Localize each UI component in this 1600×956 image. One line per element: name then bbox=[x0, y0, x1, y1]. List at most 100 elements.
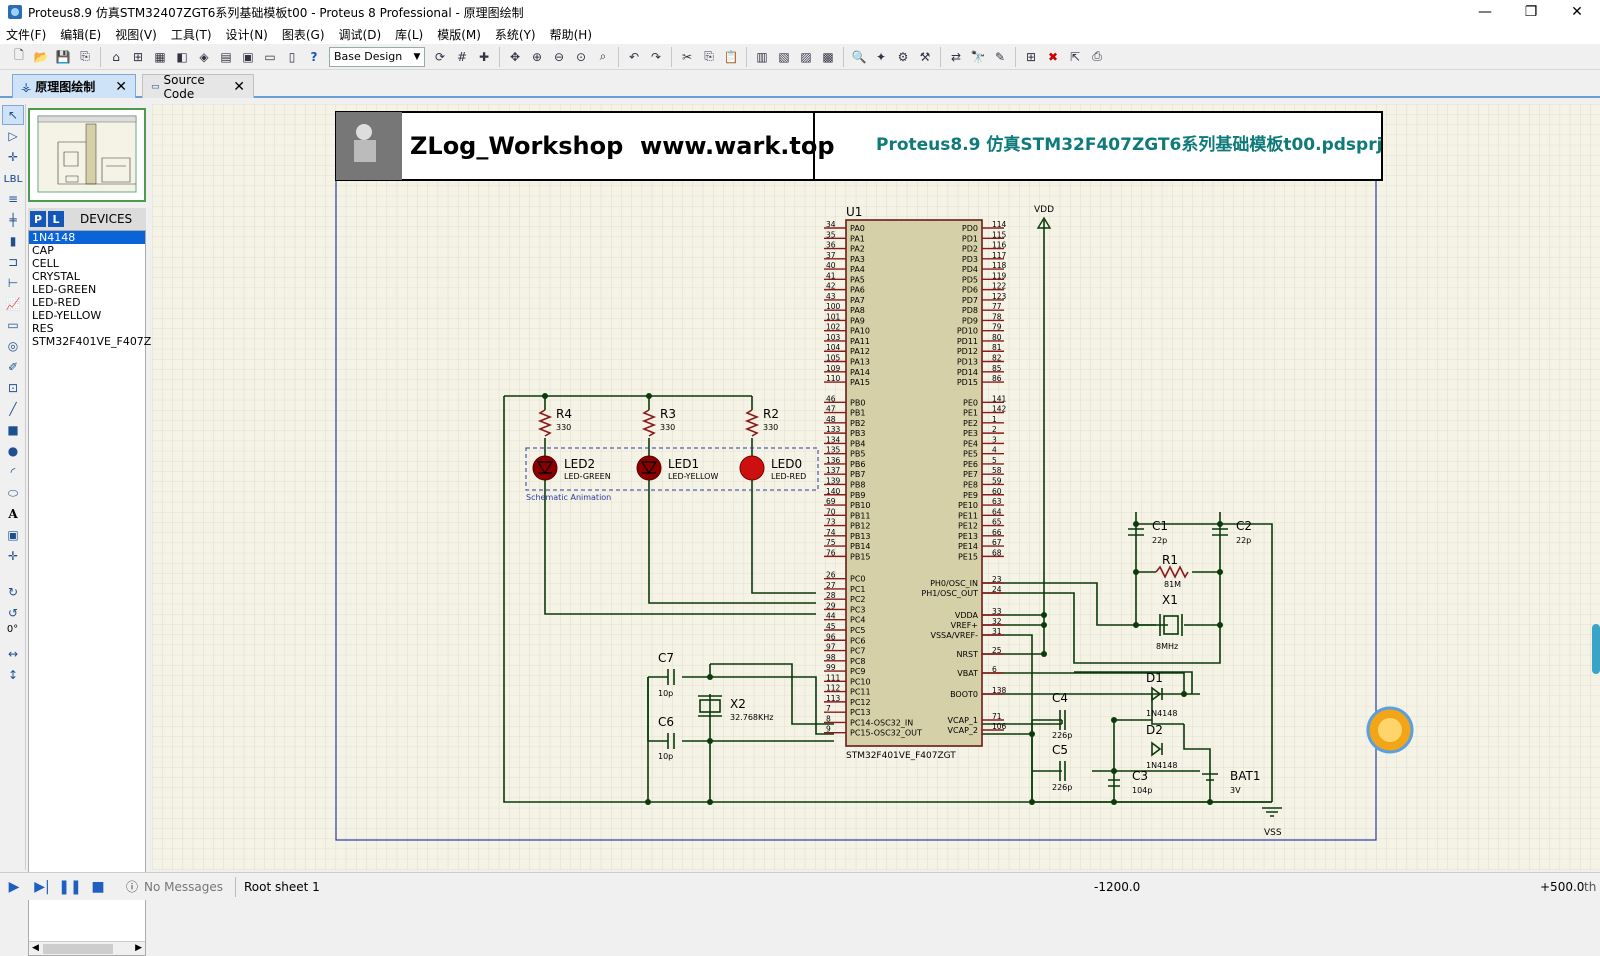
library-manager-button[interactable]: L bbox=[48, 211, 64, 227]
text-icon[interactable]: A bbox=[8, 507, 18, 521]
box-icon[interactable]: ■ bbox=[7, 423, 19, 437]
bom-icon[interactable]: ▤ bbox=[220, 49, 232, 64]
refresh-icon[interactable]: ⟳ bbox=[434, 49, 446, 64]
led-symbols[interactable] bbox=[532, 455, 765, 481]
help-icon[interactable]: ? bbox=[310, 49, 318, 64]
list-item[interactable]: CAP bbox=[32, 244, 54, 257]
messages-area[interactable]: ⓘ No Messages bbox=[126, 878, 223, 895]
subcircuit-icon[interactable]: ▮ bbox=[9, 234, 17, 248]
step-simulation-icon[interactable]: ▶| bbox=[34, 878, 50, 895]
device-list-scrollbar[interactable]: ◀ ▶ bbox=[29, 941, 145, 955]
scroll-left-icon[interactable]: ◀ bbox=[32, 943, 39, 953]
block-copy-icon[interactable]: ▥ bbox=[756, 49, 768, 64]
menu-graph[interactable]: 图表(G) bbox=[281, 27, 325, 42]
close-button[interactable]: ✕ bbox=[1571, 4, 1583, 20]
menu-design[interactable]: 设计(N) bbox=[225, 27, 268, 42]
schematic-icon[interactable]: ⊞ bbox=[132, 49, 144, 64]
report-icon[interactable]: ▯ bbox=[288, 49, 296, 64]
maximize-button[interactable]: ❐ bbox=[1524, 4, 1538, 20]
minimize-button[interactable]: — bbox=[1478, 4, 1492, 20]
text-script-icon[interactable]: ≡ bbox=[7, 192, 19, 206]
origin-icon[interactable]: ✚ bbox=[478, 49, 490, 64]
close-icon[interactable]: ✕ bbox=[115, 78, 127, 95]
property-assign-icon[interactable]: ✎ bbox=[994, 49, 1006, 64]
pcb-icon[interactable]: ▦ bbox=[154, 49, 166, 64]
menu-library[interactable]: 库(L) bbox=[395, 27, 424, 42]
assistant-badge-icon[interactable] bbox=[1366, 706, 1414, 754]
list-item[interactable]: LED-YELLOW bbox=[32, 309, 102, 322]
package-tool-icon[interactable]: ⚙ bbox=[897, 49, 909, 64]
canvas-vertical-scroll-thumb[interactable] bbox=[1592, 624, 1600, 674]
menu-help[interactable]: 帮助(H) bbox=[549, 27, 593, 42]
source-code-icon[interactable]: ▣ bbox=[242, 49, 254, 64]
junction-dot-icon[interactable]: ✛ bbox=[7, 150, 19, 164]
selection-mode-icon[interactable]: ↖ bbox=[2, 105, 24, 125]
menu-view[interactable]: 视图(V) bbox=[115, 27, 157, 42]
block-delete-icon[interactable]: ▩ bbox=[822, 49, 834, 64]
menu-template[interactable]: 模版(M) bbox=[437, 27, 481, 42]
run-simulation-icon[interactable]: ▶ bbox=[8, 878, 20, 895]
zoom-out-icon[interactable]: ⊖ bbox=[553, 49, 565, 64]
menu-edit[interactable]: 编辑(E) bbox=[60, 27, 102, 42]
tab-source-code[interactable]: ▭ Source Code ✕ bbox=[142, 73, 254, 101]
netlist-icon[interactable]: ⎙ bbox=[1092, 49, 1102, 63]
pick-devices-button[interactable]: P bbox=[30, 211, 46, 227]
terminal-icon[interactable]: ⊐ bbox=[7, 255, 19, 269]
wire-autorouter-icon[interactable]: ⇄ bbox=[950, 49, 962, 64]
list-item[interactable]: STM32F401VE_F407ZG bbox=[32, 335, 160, 348]
redo-icon[interactable]: ↷ bbox=[650, 49, 662, 64]
search-tag-icon[interactable]: 🔭 bbox=[970, 49, 986, 64]
undo-icon[interactable]: ↶ bbox=[628, 49, 640, 64]
copy-icon[interactable]: ⎘ bbox=[704, 49, 714, 63]
component-mode-icon[interactable]: ▷ bbox=[8, 129, 18, 143]
gerber-icon[interactable]: ◧ bbox=[176, 49, 188, 64]
schematic-canvas[interactable]: ZLog_Workshop www.wark.top Proteus8.9 仿真… bbox=[152, 104, 1600, 870]
list-item[interactable]: LED-GREEN bbox=[32, 283, 97, 296]
paste-icon[interactable]: 📋 bbox=[723, 49, 739, 64]
generator-icon[interactable]: ◎ bbox=[7, 339, 19, 353]
3d-view-icon[interactable]: ◈ bbox=[199, 49, 209, 64]
mirror-horizontal-icon[interactable]: ↔ bbox=[7, 647, 19, 661]
list-item[interactable]: CRYSTAL bbox=[32, 270, 80, 283]
import-icon[interactable]: ⎘ bbox=[80, 49, 90, 63]
menu-tools[interactable]: 工具(T) bbox=[170, 27, 212, 42]
vdd-terminal[interactable]: VDD bbox=[1034, 205, 1054, 229]
pick-device-icon[interactable]: 🔍 bbox=[851, 49, 867, 64]
rotate-anticlockwise-icon[interactable]: ↺ bbox=[7, 606, 19, 620]
virtual-instrument-icon[interactable]: ⊡ bbox=[7, 381, 19, 395]
menu-file[interactable]: 文件(F) bbox=[6, 27, 47, 42]
list-item[interactable]: 1N4148 bbox=[29, 231, 145, 244]
marker-icon[interactable]: ✛ bbox=[7, 549, 19, 563]
close-icon[interactable]: ✕ bbox=[233, 78, 245, 95]
pause-simulation-icon[interactable]: ❚❚ bbox=[58, 878, 82, 895]
circle-icon[interactable]: ● bbox=[7, 444, 19, 458]
menu-debug[interactable]: 调试(D) bbox=[338, 27, 382, 42]
block-move-icon[interactable]: ▧ bbox=[778, 49, 790, 64]
cut-icon[interactable]: ✂ bbox=[681, 49, 693, 64]
bus-icon[interactable]: ╪ bbox=[9, 213, 17, 227]
decompose-icon[interactable]: ⚒ bbox=[919, 49, 931, 64]
save-icon[interactable]: 💾 bbox=[55, 49, 71, 64]
design-variant-select[interactable]: Base Design▼ bbox=[329, 46, 425, 67]
new-file-icon[interactable]: 🗋 bbox=[14, 48, 24, 62]
notes-icon[interactable]: ▭ bbox=[264, 49, 276, 64]
new-sheet-icon[interactable]: ⊞ bbox=[1025, 49, 1037, 64]
stop-simulation-icon[interactable]: ■ bbox=[91, 878, 105, 895]
schematic-drawing[interactable]: ZLog_Workshop www.wark.top Proteus8.9 仿真… bbox=[152, 104, 1600, 870]
graph-icon[interactable]: 📈 bbox=[5, 297, 21, 311]
remove-sheet-icon[interactable]: ✖ bbox=[1047, 49, 1059, 64]
home-icon[interactable]: ⌂ bbox=[112, 49, 120, 64]
list-item[interactable]: CELL bbox=[32, 257, 59, 270]
voltage-probe-icon[interactable]: ✐ bbox=[7, 360, 19, 374]
exit-to-parent-icon[interactable]: ⇱ bbox=[1069, 49, 1081, 64]
block-rotate-icon[interactable]: ▨ bbox=[800, 49, 812, 64]
rotate-clockwise-icon[interactable]: ↻ bbox=[7, 585, 19, 599]
wire-label-icon[interactable]: ʟʙʟ bbox=[3, 171, 23, 185]
line-icon[interactable]: ╱ bbox=[9, 402, 17, 416]
symbol-icon[interactable]: ▣ bbox=[7, 528, 19, 542]
scroll-right-icon[interactable]: ▶ bbox=[135, 943, 142, 953]
path-icon[interactable]: ⬭ bbox=[7, 485, 19, 500]
make-device-icon[interactable]: ✦ bbox=[875, 49, 887, 64]
grid-toggle-icon[interactable]: # bbox=[456, 49, 468, 64]
